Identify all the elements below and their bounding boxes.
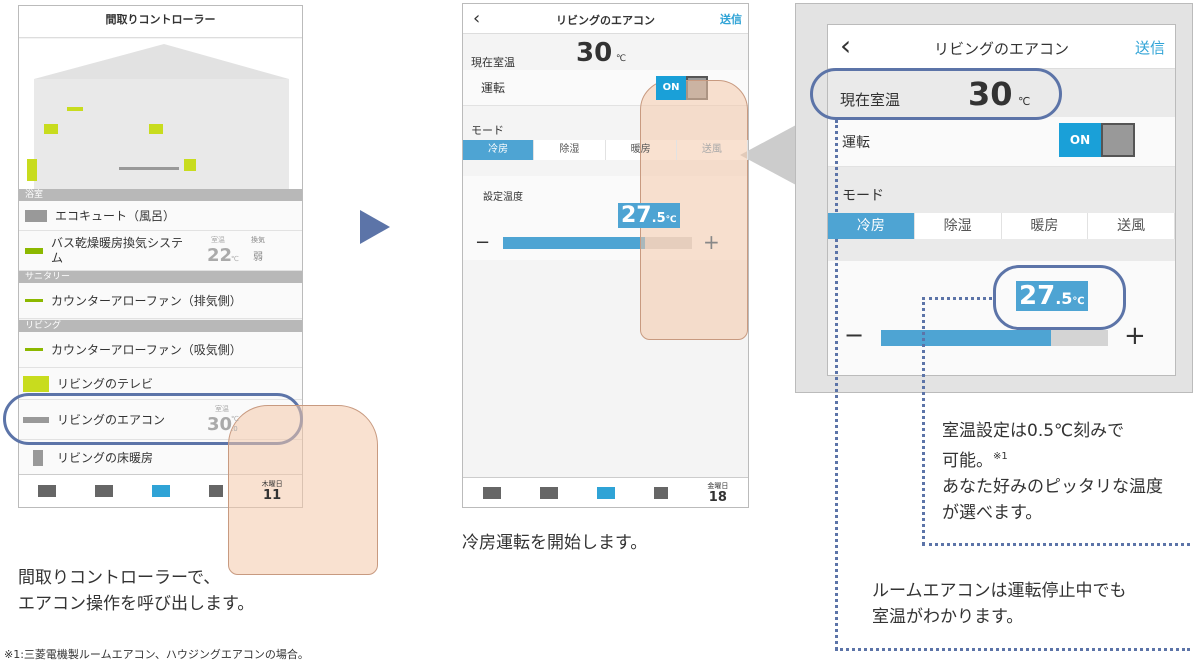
aircon-phone: ‹ リビングのエアコン 送信 現在室温 30 ℃ 運転 ON モード 冷房 除湿… [462, 3, 749, 508]
grid-tab-icon[interactable] [654, 486, 669, 499]
temp-slider[interactable] [503, 237, 692, 249]
list-tab-icon[interactable] [482, 486, 501, 499]
minus-button[interactable]: − [844, 321, 865, 349]
room-temp-note: ルームエアコンは運転停止中でも 室温がわかります。 [872, 581, 1127, 627]
tab-bar: 木曜日 11 [19, 474, 302, 507]
bathtub-icon [25, 209, 47, 222]
mode-selector: 冷房 除湿 暖房 送風 [828, 213, 1175, 239]
footnote: ※1:三菱電機製ルームエアコン、ハウジングエアコンの場合。 [4, 648, 309, 661]
send-button[interactable]: 送信 [1134, 39, 1165, 57]
house-tab-icon[interactable] [596, 486, 615, 499]
chart-tab-icon[interactable] [95, 485, 114, 497]
mode-heat[interactable]: 暖房 [606, 140, 677, 160]
mode-fan[interactable]: 送風 [677, 140, 748, 160]
list-item-floor-heating[interactable]: リビングの床暖房 [19, 440, 302, 476]
mode-cool[interactable]: 冷房 [463, 140, 535, 160]
list-item-aircon[interactable]: リビングのエアコン 室温 30 ℃ .0 [19, 400, 302, 440]
temp-slider[interactable] [881, 330, 1108, 346]
list-item-tv[interactable]: リビングのテレビ [19, 368, 302, 400]
calendar-tab[interactable]: 木曜日 11 [261, 480, 283, 503]
send-button[interactable]: 送信 [720, 13, 742, 26]
list-tab-icon[interactable] [38, 485, 57, 497]
operation-toggle[interactable]: ON [656, 76, 708, 100]
room-temp: 30 [576, 38, 613, 68]
floor-heater-icon [33, 449, 43, 466]
aircon-icon [23, 416, 49, 423]
calendar-tab[interactable]: 金曜日 18 [707, 481, 729, 505]
tv-icon [23, 375, 49, 392]
set-temp-badge: 27.5℃ [618, 203, 680, 228]
half-degree-note: 室温設定は0.5℃刻みで 可能。※1 あなた好みのピッタリな温度 が選べます。 [942, 421, 1163, 523]
floorplan-phone: 間取りコントローラー 浴室 エコキュート（風呂） バス乾燥暖房換気システム 室温… [18, 5, 303, 508]
back-icon[interactable]: ‹ [840, 29, 852, 62]
house-illustration [19, 39, 302, 189]
mode-dry[interactable]: 除湿 [534, 140, 606, 160]
list-item-bath-dryer[interactable]: バス乾燥暖房換気システム 室温 22 ℃ 換気 弱 [19, 231, 302, 271]
section-living: リビング [19, 320, 302, 332]
set-temp-badge: 27.5℃ [1016, 281, 1088, 311]
section-sanitary: サニタリー [19, 271, 302, 283]
zoom-callout: ‹ リビングのエアコン 送信 現在室温 30 ℃ 運転 ON モード 冷房 除湿… [795, 3, 1193, 393]
back-icon[interactable]: ‹ [473, 8, 481, 29]
list-item-intake-fan[interactable]: カウンターアローファン（吸気側） [19, 332, 302, 368]
list-item-exhaust-fan[interactable]: カウンターアローファン（排気側） [19, 283, 302, 319]
list-item-ecocute[interactable]: エコキュート（風呂） [19, 201, 302, 231]
tab-bar: 金曜日 18 [463, 477, 748, 507]
grid-tab-icon[interactable] [208, 485, 223, 497]
chart-tab-icon[interactable] [539, 486, 558, 499]
mode-selector: 冷房 除湿 暖房 送風 [463, 140, 748, 160]
plus-button[interactable]: + [703, 230, 720, 254]
fan-icon [25, 299, 43, 302]
section-bathroom: 浴室 [19, 189, 302, 201]
fan-icon [25, 348, 43, 351]
plus-button[interactable]: + [1124, 321, 1146, 351]
page-title: 間取りコントローラー [19, 6, 302, 38]
next-arrow-icon [360, 210, 390, 244]
callout-pointer [740, 125, 796, 185]
ventilator-icon [25, 247, 43, 254]
step1-caption: 間取りコントローラーで、 エアコン操作を呼び出します。 [18, 568, 255, 614]
operation-toggle[interactable]: ON [1059, 123, 1135, 157]
page-title: リビングのエアコン [556, 14, 655, 27]
house-tab-icon[interactable] [151, 485, 170, 497]
step2-caption: 冷房運転を開始します。 [462, 533, 648, 553]
minus-button[interactable]: − [475, 232, 491, 253]
